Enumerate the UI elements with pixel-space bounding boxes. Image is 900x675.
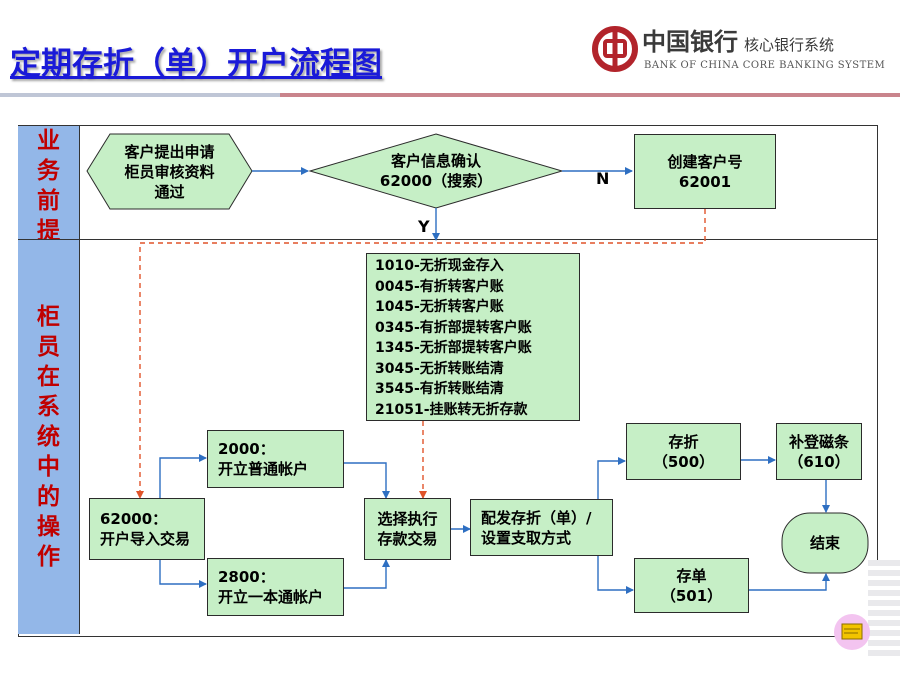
node-passbook: 存折 （500）	[626, 423, 741, 480]
label-yes: Y	[418, 217, 430, 236]
code-item: 1045-无折转客户账	[375, 299, 504, 315]
arrow-2000-to-select	[344, 462, 390, 499]
arrow-slip-to-end	[749, 573, 830, 591]
sticker-icon	[834, 614, 870, 650]
lane-char: 业	[37, 128, 60, 154]
node-import-transaction: 62000： 开户导入交易	[89, 498, 205, 560]
code-item: 1010-无折现金存入	[375, 258, 504, 274]
node-confirm: 客户信息确认 62000（搜索）	[379, 152, 493, 190]
code-item: 1345-无折部提转客户账	[375, 340, 532, 356]
node-create-customer: 创建客户号 62001	[634, 134, 776, 209]
logo-system-name: 核心银行系统	[744, 36, 835, 54]
page-title: 定期存折（单）开户流程图	[10, 46, 382, 82]
lane-char: 务	[37, 158, 60, 184]
lane-char: 统	[37, 424, 60, 450]
code-item: 0045-有折转客户账	[375, 278, 504, 295]
bank-logo: 中国银行核心银行系统 BANK OF CHINA CORE BANKING SY…	[592, 20, 892, 80]
arrow-import-to-2000	[159, 454, 207, 498]
logo-english-name: BANK OF CHINA CORE BANKING SYSTEM	[644, 60, 886, 71]
node-request: 客户提出申请 柜员审核资料 通过	[124, 142, 215, 201]
node-magstripe: 补登磁条 （610）	[776, 423, 862, 480]
lane-divider	[18, 239, 877, 240]
dashed-arrow-create-to-import	[136, 209, 706, 499]
logo-chinese-name: 中国银行	[642, 27, 738, 56]
node-open-yibentong-account: 2800： 开立一本通帐户	[207, 558, 344, 616]
lane-char: 柜	[37, 304, 60, 330]
lane-char: 提	[37, 218, 60, 239]
code-item: 21051-挂账转无折存款	[375, 401, 528, 418]
lane-label-business-prerequisites: 业 务 前 提	[18, 126, 80, 239]
lane-char: 前	[37, 188, 60, 214]
code-item: 0345-有折部提转客户账	[375, 319, 532, 336]
node-end: 结束	[809, 534, 840, 552]
node-select-deposit: 选择执行 存款交易	[364, 498, 451, 560]
arrow-issue-to-slip	[597, 556, 634, 594]
arrow-2800-to-select	[344, 559, 390, 589]
label-no: N	[596, 169, 610, 188]
lane-char: 的	[37, 484, 60, 510]
node-deposit-slip: 存单 （501）	[634, 558, 749, 613]
arrow-import-to-2800	[159, 560, 207, 588]
lane-char: 系	[37, 394, 60, 420]
node-issue-passbook: 配发存折（单）/ 设置支取方式	[470, 499, 613, 556]
request-hexagon	[86, 133, 253, 210]
bank-of-china-emblem-icon	[592, 26, 638, 72]
lane-char: 员	[37, 334, 60, 360]
code-item: 3045-无折转账结清	[375, 360, 504, 377]
header-rule-blue	[0, 93, 280, 97]
code-item: 3545-有折转账结清	[375, 381, 504, 397]
node-open-normal-account: 2000： 开立普通帐户	[207, 430, 344, 488]
deposit-transaction-codes: 1010-无折现金存入 0045-有折转客户账 1045-无折转客户账 0345…	[366, 253, 580, 421]
lane-char: 中	[37, 454, 60, 480]
background-building-decoration	[868, 560, 900, 660]
lane-char: 操	[37, 514, 60, 540]
header-rule-red	[280, 93, 900, 97]
lane-char: 作	[37, 544, 60, 570]
lane-char: 在	[37, 364, 60, 390]
arrow-issue-to-passbook	[597, 457, 626, 499]
lane-label-teller-operations: 柜 员 在 系 统 中 的 操 作	[18, 240, 80, 634]
